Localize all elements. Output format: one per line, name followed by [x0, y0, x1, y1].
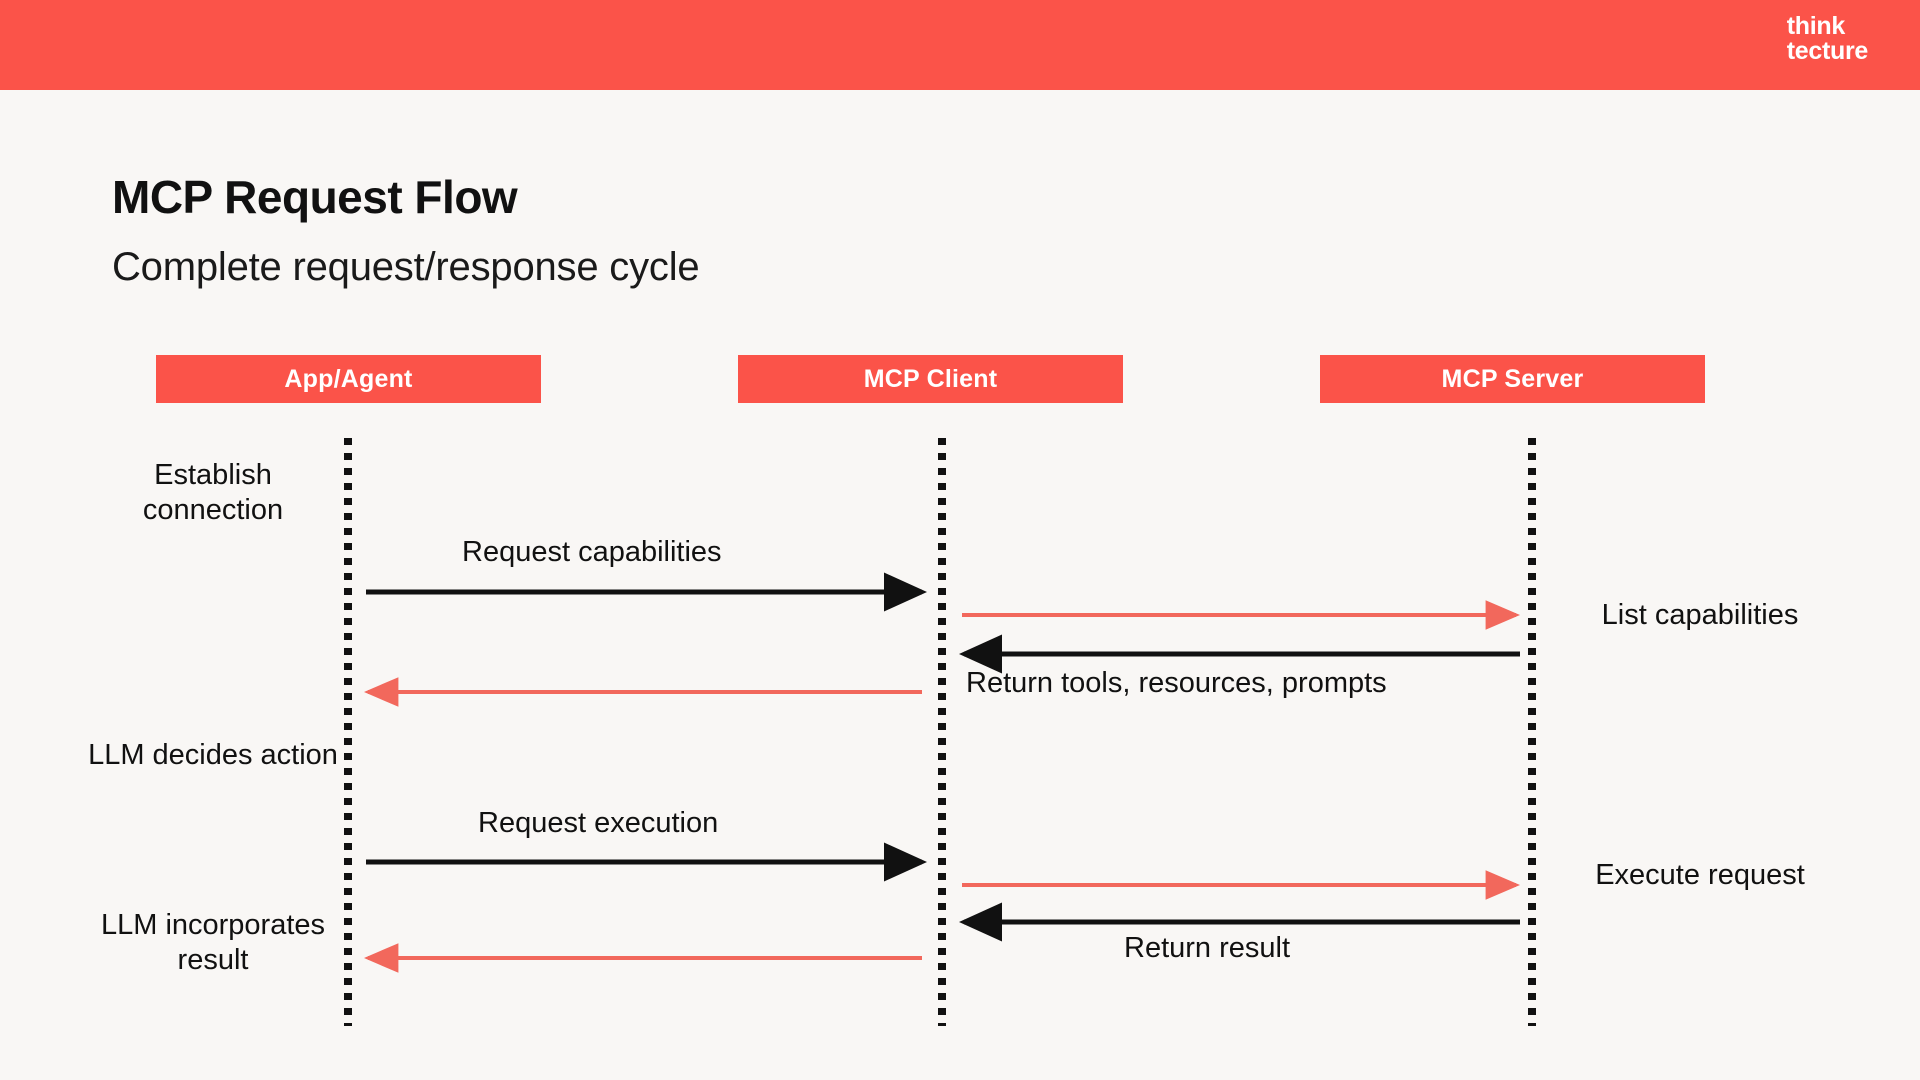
- page-title: MCP Request Flow: [112, 171, 518, 223]
- message-label-return-result: Return result: [1124, 932, 1291, 964]
- phase-note-list-capabilities: List capabilities: [1601, 599, 1799, 631]
- lifeline-mcp-server: [1528, 438, 1536, 1026]
- page-subtitle: Complete request/response cycle: [112, 245, 700, 289]
- participant-mcp-client: MCP Client: [738, 355, 1123, 403]
- thinktecture-logo: think tecture: [1786, 12, 1869, 65]
- phase-note-establish-connection: Establish connection: [142, 459, 284, 527]
- participant-app-agent: App/Agent: [156, 355, 541, 403]
- brand-header-bar: think tecture: [0, 0, 1920, 90]
- participant-mcp-server: MCP Server: [1320, 355, 1705, 403]
- participant-label: MCP Client: [863, 364, 998, 393]
- lifeline-mcp-client: [938, 438, 946, 1026]
- logo-line-1: think: [1786, 12, 1846, 40]
- lifeline-app-agent: [344, 438, 352, 1026]
- message-label-request-execution: Request execution: [478, 807, 719, 839]
- participant-label: MCP Server: [1441, 364, 1584, 393]
- phase-note-execute-request: Execute request: [1595, 859, 1805, 891]
- phase-note-llm-decides-action: LLM decides action: [88, 739, 338, 771]
- message-label-request-capabilities: Request capabilities: [462, 536, 722, 568]
- participant-label: App/Agent: [284, 364, 413, 393]
- phase-note-llm-incorporates-result: LLM incorporates result: [100, 909, 326, 977]
- logo-line-2: tecture: [1786, 37, 1869, 65]
- message-label-return-tools: Return tools, resources, prompts: [966, 667, 1387, 699]
